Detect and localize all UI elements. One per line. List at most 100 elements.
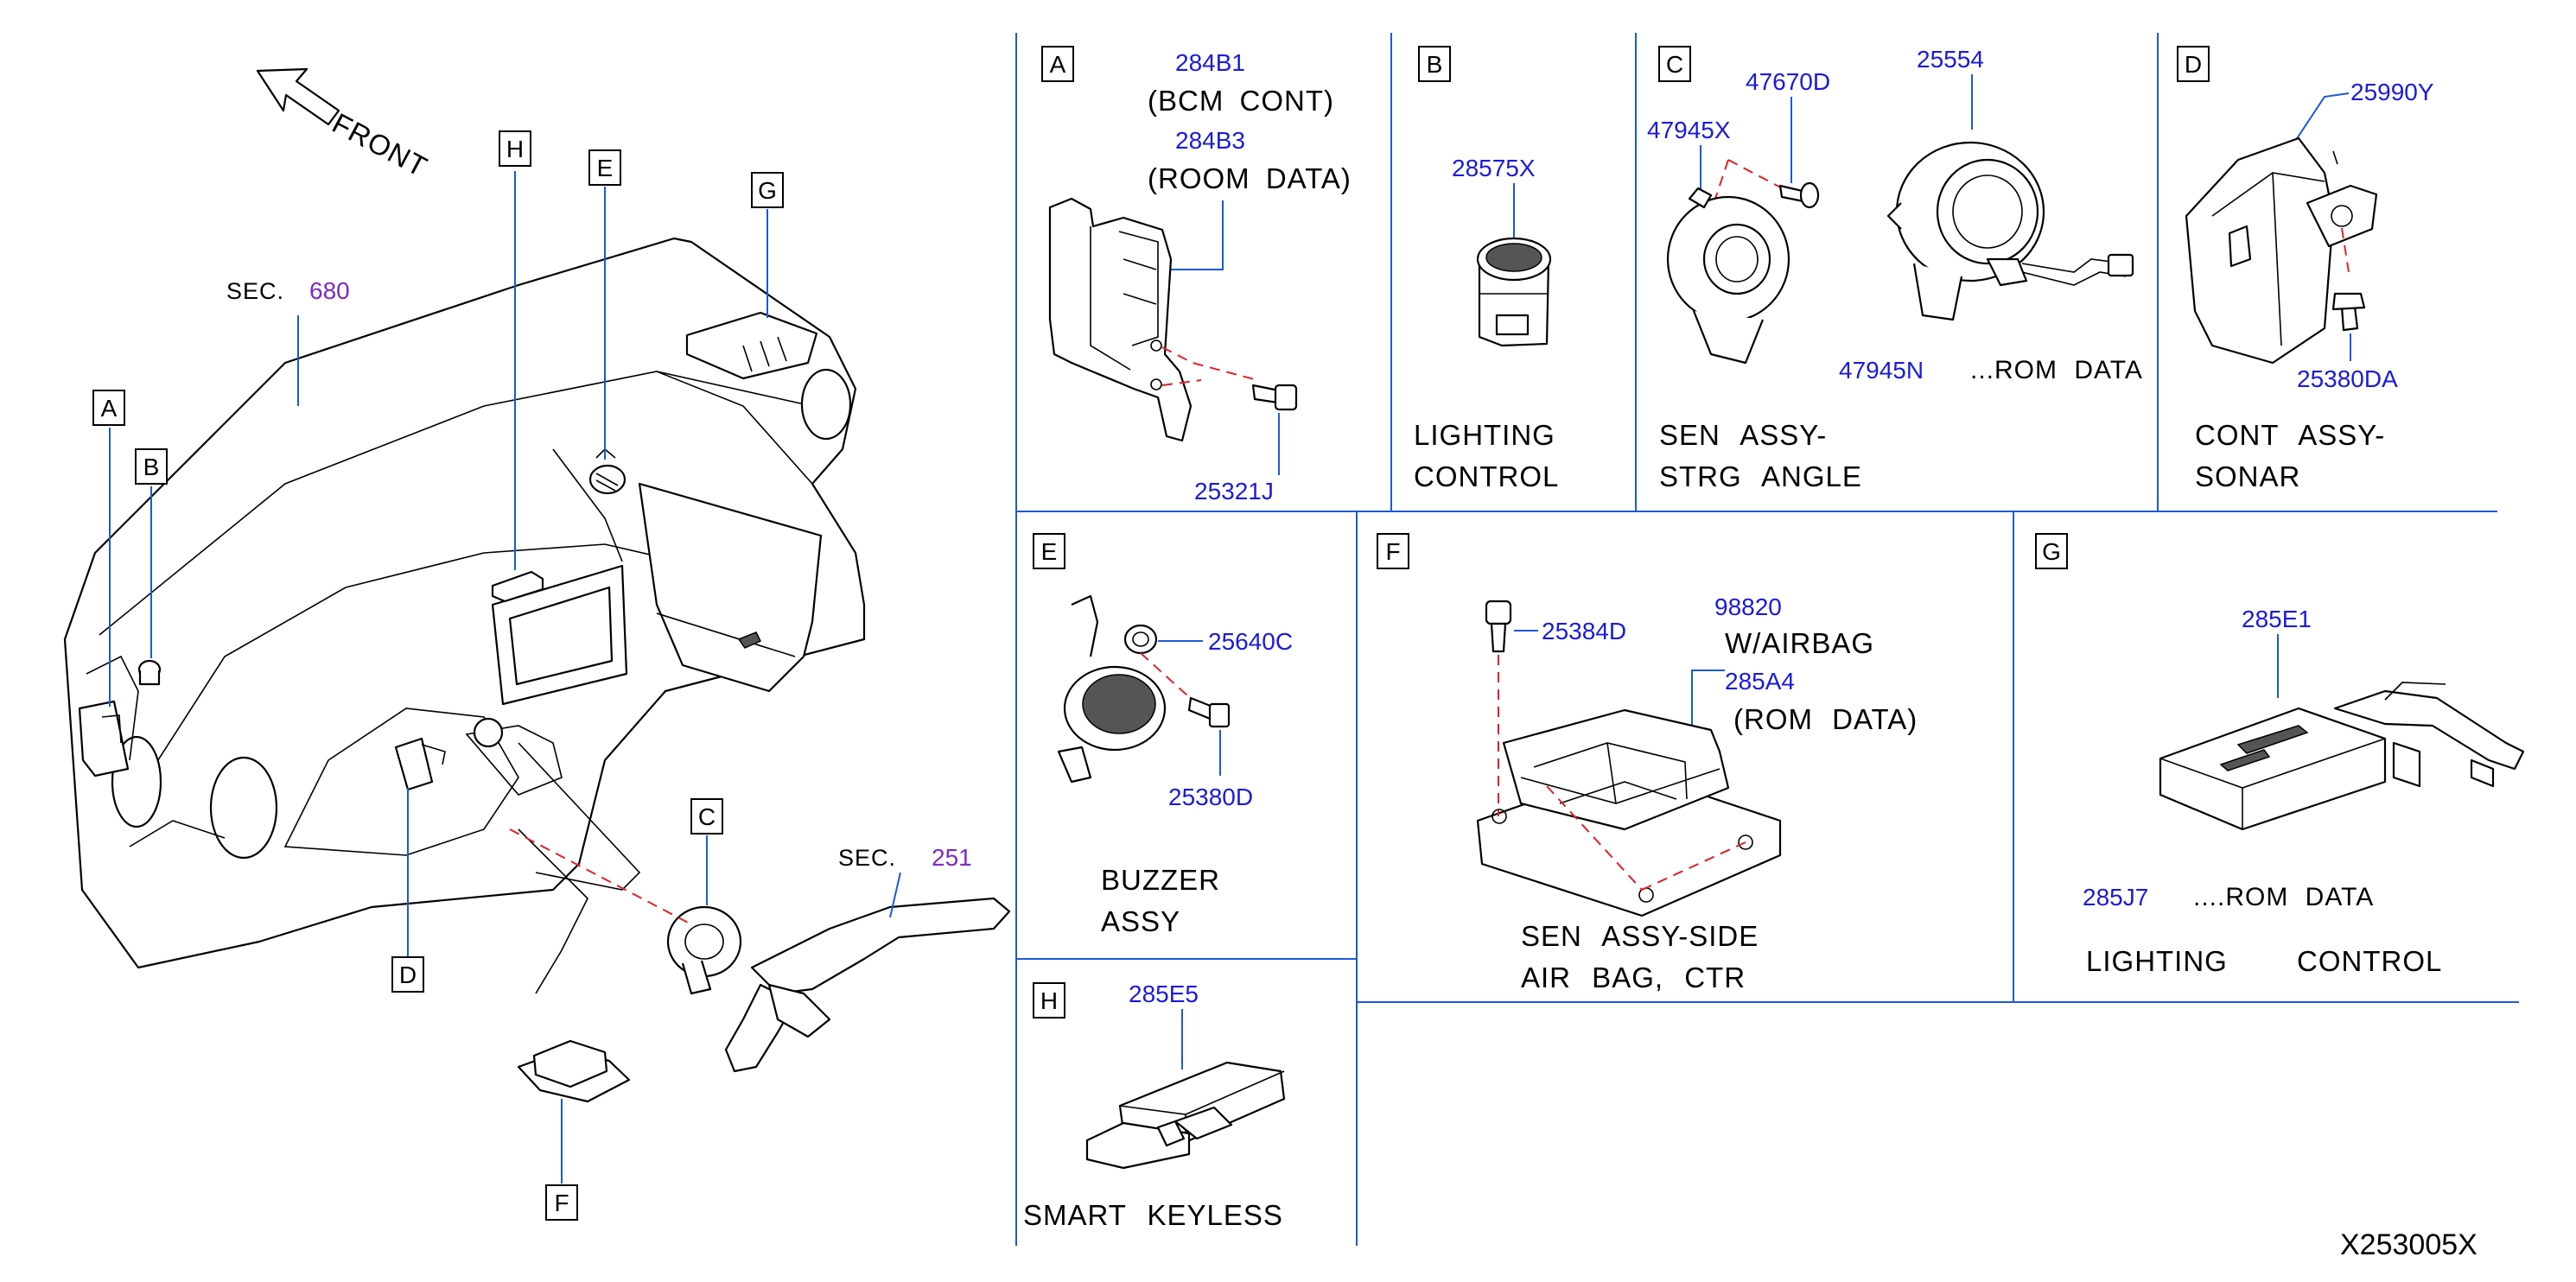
panel-a-text2: (ROOM DATA) [1148, 162, 1352, 194]
overview-spiral-cable [666, 905, 742, 995]
panel-a-pn1: 284B1 [1175, 49, 1245, 76]
panel-b-pn: 28575X [1452, 155, 1536, 181]
lighting-control-unit-illustration [2159, 682, 2525, 831]
sec-prefix-251: SEC. [838, 845, 896, 871]
panel-a-bolt-pn: 25321J [1194, 478, 1274, 505]
svg-text:C: C [698, 803, 716, 830]
overview-leaders [109, 171, 901, 1184]
panel-g-name2: CONTROL [2297, 945, 2442, 977]
sec-680: 680 [309, 277, 350, 304]
svg-text:D: D [399, 962, 417, 988]
panel-g: G 285E1 285J7 ....ROM DATA LIGHTING CONT… [2035, 533, 2525, 977]
panel-f-name2: AIR BAG, CTR [1521, 962, 1746, 993]
panel-d-letter: D [2185, 51, 2202, 78]
panel-a-pn2: 284B3 [1175, 127, 1245, 154]
panel-grid [1015, 33, 2519, 1246]
panel-c-name2: STRG ANGLE [1659, 460, 1862, 492]
panel-h-pn: 285E5 [1129, 981, 1199, 1007]
panel-d: D 25990Y 25380DA CONT ASSY- SONAR [2177, 46, 2434, 492]
overview-smart-keyless-unit [491, 570, 544, 603]
marker-g: G [751, 172, 784, 208]
marker-a: A [92, 390, 125, 426]
panel-h-name: SMART KEYLESS [1023, 1199, 1283, 1231]
buzzer-bolt-icon [1187, 696, 1231, 728]
panel-d-bolt-pn: 25380DA [2297, 365, 2398, 392]
front-arrow-icon [256, 67, 340, 126]
svg-text:G: G [758, 177, 777, 204]
sonar-bolt-icon [2331, 292, 2366, 332]
panel-e-pn2: 25380D [1168, 784, 1253, 810]
instrument-panel-illustration [63, 237, 866, 994]
sec-251: 251 [932, 844, 972, 871]
panel-a-letter: A [1050, 51, 1066, 78]
front-label: FRONT [328, 107, 433, 183]
panel-f: F 25384D 98820 W/AIRBAG 285A4 (ROM DATA)… [1377, 533, 1918, 993]
panel-e-pn1: 25640C [1208, 628, 1293, 655]
marker-c: C [690, 798, 723, 835]
panel-g-pn: 285E1 [2242, 606, 2312, 632]
panel-c-pn-screw: 47670D [1746, 68, 1830, 95]
sec-prefix-680: SEC. [226, 278, 284, 304]
marker-b: B [135, 448, 168, 485]
panel-c: C 47945X 47670D 25554 [1647, 46, 2143, 492]
panel-c-name1: SEN ASSY- [1659, 419, 1827, 451]
marker-f: F [545, 1184, 578, 1221]
overview-airbag-sensor [517, 1039, 631, 1103]
overview-combination-switch [724, 897, 1011, 1073]
panel-d-name2: SONAR [2195, 460, 2300, 492]
overview-lighting-control-unit [685, 311, 818, 380]
panel-e-letter: E [1041, 538, 1058, 565]
panel-c-letter: C [1666, 51, 1683, 78]
panel-f-text1: W/AIRBAG [1725, 627, 1874, 659]
panel-c-pn-rom: 47945N [1839, 357, 1924, 384]
marker-e: E [588, 149, 621, 186]
drawing-code: X253005X [2340, 1228, 2477, 1261]
bcm-unit-illustration [1048, 197, 1193, 442]
panel-a-text1: (BCM CONT) [1148, 85, 1334, 117]
panel-e-name1: BUZZER [1101, 864, 1220, 896]
marker-h: H [499, 130, 531, 167]
panel-a: A 284B1 (BCM CONT) 284B3 (ROOM DATA) 253… [1041, 46, 1352, 505]
panel-f-pn2: 285A4 [1725, 668, 1795, 695]
spiral-cable-illustration [1886, 141, 2134, 321]
panel-f-letter: F [1385, 538, 1400, 565]
svg-text:F: F [554, 1190, 569, 1216]
panel-c-pn-sensor: 47945X [1647, 117, 1731, 143]
panel-b-name2: CONTROL [1414, 460, 1559, 492]
panel-g-rom-pn: 285J7 [2083, 884, 2148, 911]
panel-h-letter: H [1040, 987, 1058, 1014]
overview-lighting-switch [137, 659, 162, 686]
buzzer-illustration [1057, 594, 1167, 784]
panel-f-bolt-pn: 25384D [1542, 618, 1626, 644]
airbag-bolt-icon [1485, 600, 1512, 653]
panel-e: E 25640C 25380D BUZZER ASSY [1033, 533, 1293, 937]
bolt-icon [1251, 384, 1298, 411]
steering-angle-sensor-illustration [1666, 187, 1790, 365]
panel-e-name2: ASSY [1101, 905, 1180, 937]
panel-f-text2: (ROM DATA) [1733, 703, 1918, 735]
panel-f-pn1: 98820 [1714, 593, 1782, 620]
panel-c-rom-text: ...ROM DATA [1970, 356, 2143, 384]
panel-g-rom-text: ....ROM DATA [2193, 883, 2374, 911]
svg-text:A: A [101, 395, 118, 422]
svg-text:H: H [506, 136, 524, 162]
smart-keyless-unit-illustration [1085, 1061, 1286, 1170]
svg-text:B: B [143, 454, 160, 480]
panel-g-letter: G [2042, 538, 2061, 565]
overview-bcm-unit [78, 700, 130, 777]
screw-icon [1778, 181, 1820, 209]
panel-b-name1: LIGHTING [1414, 419, 1555, 451]
marker-d: D [391, 956, 424, 993]
sonar-unit-illustration [2185, 136, 2378, 365]
panel-g-name1: LIGHTING [2086, 945, 2228, 977]
panel-f-name1: SEN ASSY-SIDE [1521, 920, 1759, 952]
panel-h: H 285E5 SMART KEYLESS [1023, 981, 1286, 1231]
svg-text:E: E [597, 155, 614, 181]
panel-d-pn: 25990Y [2350, 79, 2434, 105]
lighting-switch-illustration [1476, 237, 1552, 347]
airbag-sensor-illustration [1476, 708, 1782, 917]
panel-b-letter: B [1427, 51, 1443, 78]
panel-d-name1: CONT ASSY- [2195, 419, 2385, 451]
panel-b: B 28575X LIGHTING CONTROL [1414, 46, 1559, 492]
